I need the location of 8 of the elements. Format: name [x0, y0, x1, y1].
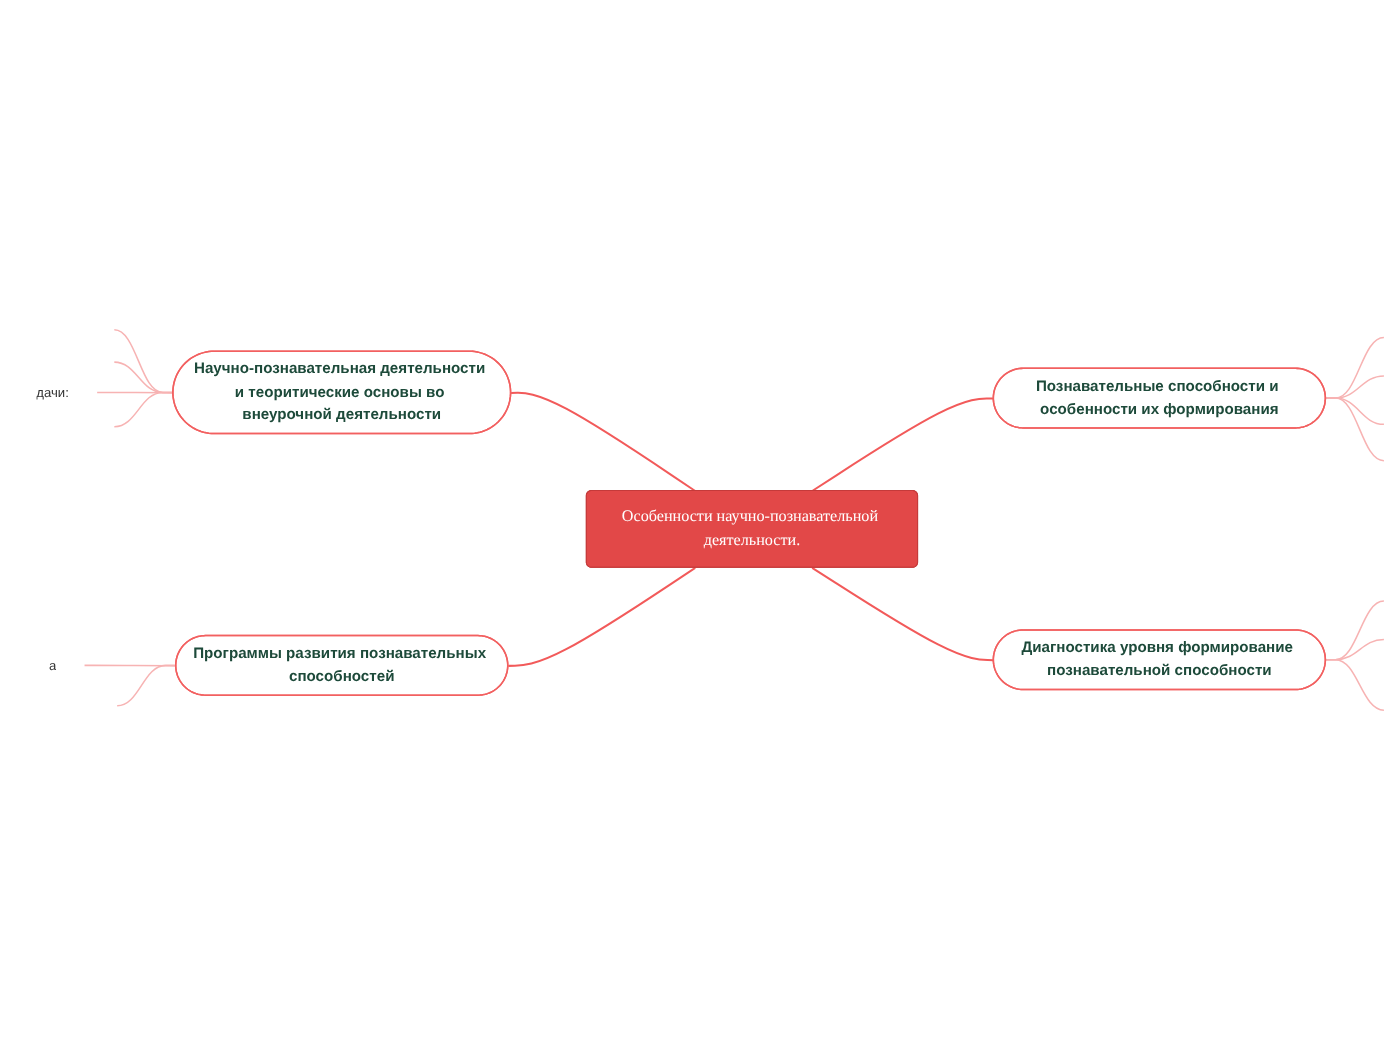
- branch-line: [1324, 336, 1385, 399]
- connector: [96, 391, 175, 394]
- connector: [508, 566, 696, 667]
- connector: [511, 391, 696, 492]
- connector: [83, 664, 177, 667]
- connector: [811, 566, 994, 662]
- branch-line: [1324, 600, 1385, 661]
- connector: [811, 397, 994, 492]
